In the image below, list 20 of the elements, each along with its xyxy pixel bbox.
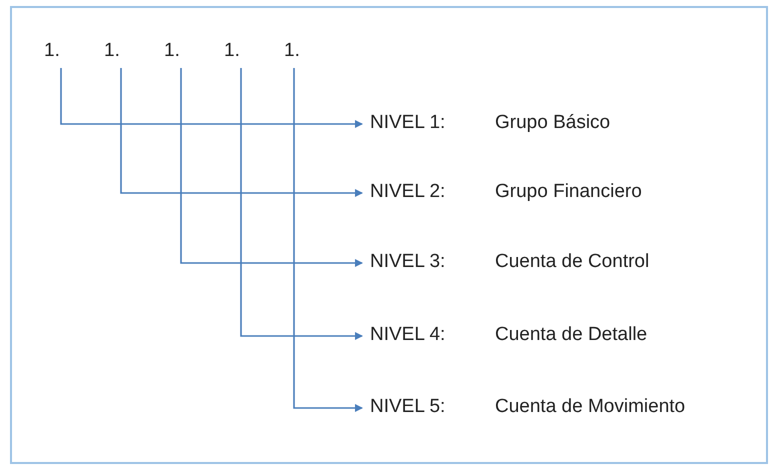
level-label: NIVEL 1: [370, 112, 446, 134]
level-label: NIVEL 5: [370, 396, 446, 418]
arrow [293, 68, 363, 412]
level-label: NIVEL 4: [370, 324, 446, 346]
arrow [60, 68, 363, 128]
arrow [240, 68, 363, 340]
arrow [120, 68, 363, 197]
arrow [180, 68, 363, 267]
level-description: Cuenta de Control [495, 251, 650, 273]
level-digit: 1. [104, 40, 128, 64]
level-label: NIVEL 2: [370, 181, 446, 203]
level-description: Cuenta de Detalle [495, 324, 648, 346]
level-description: Cuenta de Movimiento [495, 396, 686, 418]
level-description: Grupo Financiero [495, 181, 642, 203]
level-digit: 1. [224, 40, 248, 64]
level-description: Grupo Básico [495, 112, 610, 134]
level-label: NIVEL 3: [370, 251, 446, 273]
level-digit: 1. [164, 40, 188, 64]
level-digit: 1. [44, 40, 68, 64]
level-digit: 1. [284, 40, 308, 64]
